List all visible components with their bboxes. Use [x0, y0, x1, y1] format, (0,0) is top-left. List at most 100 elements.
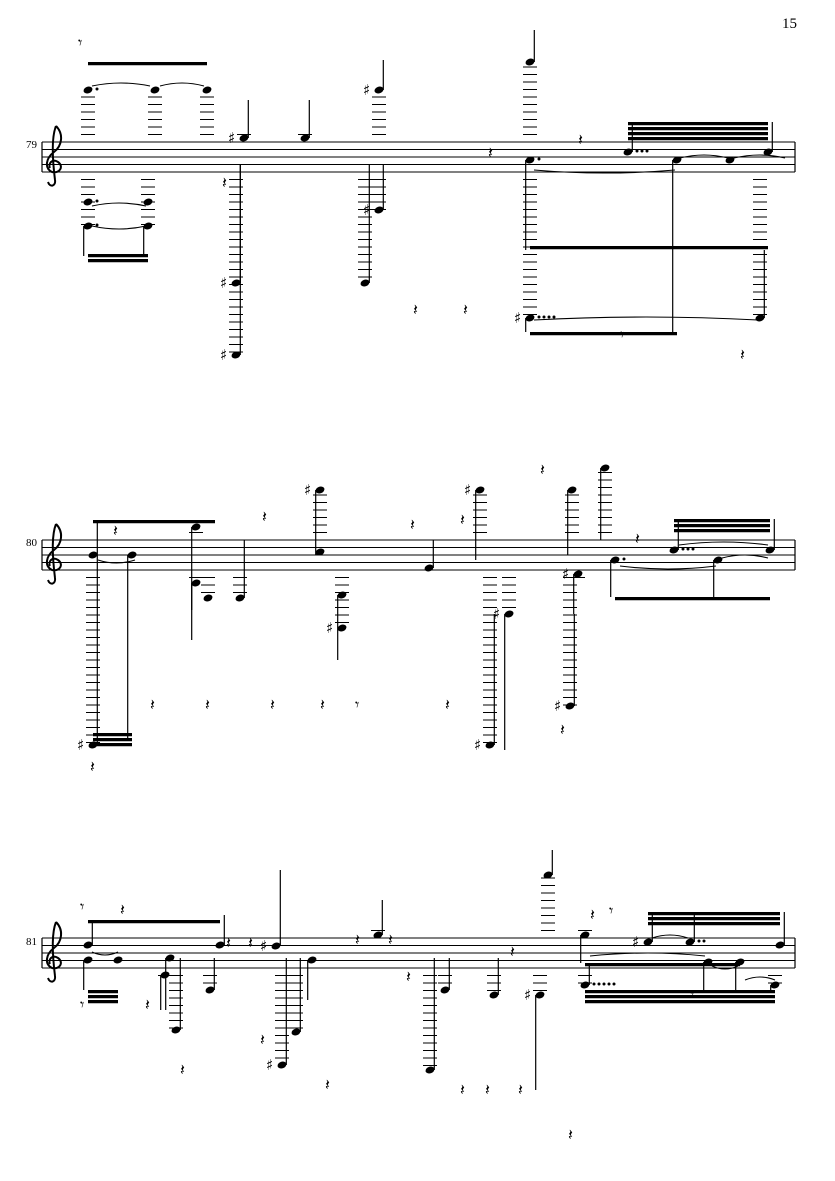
notehead: [165, 954, 175, 962]
sharp-icon: ♯: [220, 274, 227, 292]
dot: [602, 982, 606, 986]
quarter-rest-icon: 𝄽: [113, 521, 118, 540]
sharp-icon: ♯: [562, 565, 569, 583]
notehead: [475, 486, 485, 494]
beam: [88, 254, 148, 258]
beam: [674, 524, 770, 528]
notehead: [83, 941, 93, 949]
sharp-icon: ♯: [514, 309, 521, 327]
notehead: [580, 981, 590, 989]
notehead: [337, 591, 347, 599]
notehead: [610, 556, 620, 564]
quarter-rest-icon: 𝄽: [406, 967, 411, 986]
beam: [585, 963, 740, 967]
notehead: [703, 958, 713, 966]
tie: [91, 225, 147, 230]
notehead: [424, 564, 434, 572]
notehead: [315, 486, 325, 494]
dot: [622, 557, 626, 561]
notehead: [504, 610, 514, 618]
notehead: [525, 314, 535, 322]
tie: [533, 169, 676, 174]
beam: [648, 912, 780, 916]
notehead: [191, 579, 201, 587]
notehead: [337, 624, 347, 632]
dot: [95, 223, 99, 227]
dot: [592, 982, 596, 986]
quarter-rest-icon: 𝄽: [325, 1075, 330, 1094]
quarter-rest-icon: 𝄽: [740, 345, 745, 364]
dot: [612, 982, 616, 986]
notehead: [763, 148, 773, 156]
dot: [640, 149, 644, 153]
beam: [585, 1000, 775, 1004]
tie: [91, 82, 151, 87]
eighth-rest-icon: 𝄾: [80, 897, 84, 916]
treble-clef-icon: [46, 125, 62, 187]
beam: [88, 995, 118, 999]
quarter-rest-icon: 𝄽: [635, 529, 640, 548]
notehead: [231, 351, 241, 359]
dot: [552, 315, 556, 319]
dot: [597, 982, 601, 986]
notehead: [765, 546, 775, 554]
quarter-rest-icon: 𝄽: [150, 695, 155, 714]
sharp-icon: ♯: [632, 933, 639, 951]
sharp-icon: ♯: [474, 736, 481, 754]
sharp-icon: ♯: [363, 81, 370, 99]
dot: [681, 547, 685, 551]
notehead: [88, 551, 98, 559]
systems-layer: ♯♯♯♯♯♯𝄾𝄽𝄽𝄽𝄽𝄽𝄾𝄽♯♯♯♯♯♯♯♯𝄽𝄽𝄽𝄽𝄽𝄽𝄽𝄽𝄽𝄽𝄾𝄽𝄽𝄽♯♯♯♯…: [41, 30, 796, 1144]
quarter-rest-icon: 𝄽: [485, 1080, 490, 1099]
tie: [533, 316, 759, 321]
dot: [542, 315, 546, 319]
beam: [674, 519, 770, 523]
sharp-icon: ♯: [260, 937, 267, 955]
notehead: [535, 991, 545, 999]
quarter-rest-icon: 𝄽: [180, 1060, 185, 1079]
notehead: [143, 222, 153, 230]
beam: [648, 922, 780, 926]
notehead: [525, 156, 535, 164]
notehead: [489, 991, 499, 999]
notehead: [191, 523, 201, 531]
dot: [95, 199, 99, 203]
notehead: [83, 86, 93, 94]
quarter-rest-icon: 𝄽: [260, 1030, 265, 1049]
eighth-rest-icon: 𝄾: [690, 985, 694, 1004]
dot: [691, 547, 695, 551]
beam: [585, 995, 775, 999]
notehead: [525, 58, 535, 66]
quarter-rest-icon: 𝄽: [578, 130, 583, 149]
notehead: [88, 741, 98, 749]
tie: [619, 565, 717, 570]
quarter-rest-icon: 𝄽: [120, 900, 125, 919]
eighth-rest-icon: 𝄾: [620, 325, 624, 344]
tie: [711, 965, 739, 970]
staff-lines: [41, 141, 796, 173]
notehead: [127, 551, 137, 559]
notehead: [215, 941, 225, 949]
notehead: [83, 222, 93, 230]
notehead: [565, 702, 575, 710]
measure-number-79: 79: [26, 139, 37, 151]
beam: [628, 137, 768, 141]
quarter-rest-icon: 𝄽: [226, 933, 231, 952]
notehead: [239, 134, 249, 142]
tie: [679, 154, 729, 159]
tie: [159, 82, 205, 87]
notehead: [171, 1026, 181, 1034]
dot: [95, 87, 99, 91]
dot: [537, 315, 541, 319]
measure-number-81: 81: [26, 936, 37, 948]
notehead: [373, 931, 383, 939]
notehead: [235, 594, 245, 602]
notehead: [205, 986, 215, 994]
tie: [91, 951, 119, 956]
notehead: [277, 1061, 287, 1069]
beam: [93, 738, 132, 742]
staff-lines: [41, 539, 796, 571]
notehead: [374, 86, 384, 94]
quarter-rest-icon: 𝄽: [248, 933, 253, 952]
